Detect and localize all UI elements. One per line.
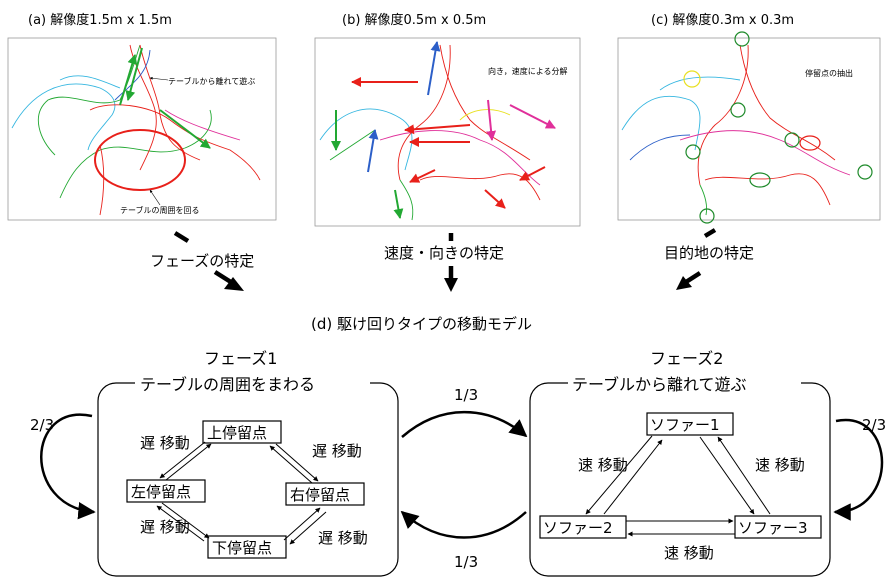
phase1-edge-label-tl: 遅 移動: [140, 434, 190, 452]
transition-p1-to-p2-label: 1/3: [454, 386, 478, 404]
p2-edge-1-2-b: [603, 439, 663, 515]
panel-b: (b) 解像度0.5m x 0.5m 向き，速度による分解: [314, 12, 581, 227]
phase-step-arrow-tail: [173, 231, 190, 243]
phase2-self-loop-label: 2/3: [862, 416, 886, 434]
panel-b-magenta-arrow-2: [509, 104, 556, 129]
phase2-subtitle: テーブルから離れて遊ぶ: [572, 375, 747, 394]
panel-b-green-arrow-2: [393, 189, 404, 219]
phase2-node-sofa3-label: ソファー3: [738, 519, 808, 537]
panel-a-pointer-bottom: [149, 189, 161, 206]
panel-a-pointer-top: [149, 76, 169, 81]
panel-b-red-arrow-4: [409, 169, 436, 183]
phase2-title: フェーズ2: [650, 349, 723, 368]
panel-a-annotation-top: テーブルから離れて遊ぶ: [168, 76, 255, 86]
panel-b-frame: [314, 37, 581, 227]
step-phase-label: フェーズの特定: [150, 252, 254, 270]
dest-step-arrow-tail: [703, 228, 717, 238]
phase1-subtitle: テーブルの周囲をまわる: [140, 375, 315, 394]
speed-step-arrowhead: [444, 278, 458, 292]
transition-p1-to-p2: [401, 410, 528, 438]
phase1-edge-label-bl: 遅 移動: [140, 518, 190, 536]
phase1-title: フェーズ1: [204, 349, 277, 368]
phase1-edge-label-tr: 遅 移動: [312, 442, 362, 460]
p2-edge-1-2-a: [585, 435, 653, 515]
p2-edge-1-3-a: [699, 436, 755, 515]
panel-b-trajectories: [319, 44, 541, 221]
phase2-self-loop: [833, 418, 884, 521]
model-title: (d) 駆け回りタイプの移動モデル: [311, 315, 532, 333]
dest-step-arrowhead: [676, 276, 692, 290]
step-arrows: フェーズの特定 速度・向きの特定 目的地の特定: [150, 228, 754, 292]
p1-edge-top-left-a: [159, 441, 206, 479]
transition-p2-to-p1: [400, 510, 527, 539]
panel-b-annotation: 向き，速度による分解: [488, 66, 568, 76]
panel-a-annotation-bottom: テーブルの周囲を回る: [120, 205, 200, 215]
phase1-node-right-label: 右停留点: [290, 486, 350, 504]
p1-edge-top-right-b: [269, 445, 313, 484]
phase1-node-bottom-label: 下停留点: [212, 539, 272, 557]
panel-a-circle-loop: [94, 129, 186, 191]
phase2-edge-label-right: 速 移動: [755, 456, 805, 474]
panel-a-green-arrow-2: [159, 109, 211, 149]
phase1-self-loop-label: 2/3: [30, 416, 54, 434]
phase1-group: フェーズ1 テーブルの周囲をまわる 上停留点 左停留点 右停留点 下停留点 遅 …: [30, 349, 399, 577]
p1-edge-top-right-a: [275, 443, 319, 482]
phase1-self-loop: [40, 413, 96, 520]
phase2-node-sofa1-label: ソファー1: [650, 416, 720, 434]
phase2-group: フェーズ2 テーブルから離れて遊ぶ ソファー1 ソファー2 ソファー3 速 移動…: [529, 349, 886, 577]
p1-edge-left-bottom-b: [156, 505, 205, 542]
phase2-node-sofa2-label: ソファー2: [543, 519, 613, 537]
phase-transitions: 1/3 1/3: [400, 386, 528, 571]
panel-a-frame: [7, 37, 277, 221]
dest-step-arrow-shaft: [684, 271, 702, 284]
panel-b-blue-arrow-1: [367, 129, 379, 173]
p1-edge-top-left-b: [165, 443, 212, 481]
panel-c-trajectories: [621, 44, 851, 216]
panel-c-caption: (c) 解像度0.3m x 0.3m: [651, 12, 794, 28]
panel-c-frame: [617, 37, 881, 221]
panel-a-green-arrow-1: [125, 47, 143, 101]
panel-c-stay-points: [683, 31, 873, 224]
step-speed-label: 速度・向きの特定: [384, 244, 504, 262]
p1-edge-right-bottom-a: [283, 507, 321, 541]
phase2-node-sofa1: [646, 412, 734, 436]
step-dest-label: 目的地の特定: [664, 244, 754, 262]
phase1-subtitle-bg: [135, 374, 370, 394]
phase1-edge-label-br: 遅 移動: [318, 529, 368, 547]
panel-b-red-arrow-6: [484, 189, 506, 209]
panel-b-red-arrow-2: [404, 124, 471, 135]
transition-p2-to-p1-label: 1/3: [454, 553, 478, 571]
phase2-subtitle-bg: [568, 374, 801, 394]
panel-b-caption: (b) 解像度0.5m x 0.5m: [342, 12, 486, 28]
phase-step-arrowhead: [224, 277, 244, 291]
panel-b-magenta-arrow-1: [486, 99, 497, 141]
panel-b-blue-arrow-2: [427, 41, 441, 96]
p1-edge-left-bottom-a: [161, 502, 210, 539]
panel-a: (a) 解像度1.5m x 1.5m テーブルから離れて遊ぶ テーブルの周囲を回…: [7, 12, 277, 221]
phase2-edge-label-bottom: 速 移動: [664, 544, 714, 562]
phase1-node-top: [202, 420, 282, 444]
phase2-node-sofa2: [539, 515, 627, 539]
phase2-edge-label-left: 速 移動: [578, 456, 628, 474]
phase1-node-bottom: [207, 535, 287, 559]
phase1-node-left-label: 左停留点: [131, 483, 191, 501]
panel-b-red-arrow-5: [519, 166, 546, 181]
panel-c: (c) 解像度0.3m x 0.3m 停留点の抽出: [617, 12, 881, 224]
p2-edge-1-3-b: [717, 436, 771, 515]
phase2-node-sofa3: [734, 515, 822, 539]
panel-c-annotation: 停留点の抽出: [805, 68, 853, 78]
panel-a-caption: (a) 解像度1.5m x 1.5m: [28, 12, 172, 28]
phase1-node-right: [285, 482, 365, 506]
p1-edge-right-bottom-b: [289, 511, 327, 545]
phase1-node-top-label: 上停留点: [207, 424, 267, 442]
panel-a-green-arrow-3: [119, 54, 138, 106]
